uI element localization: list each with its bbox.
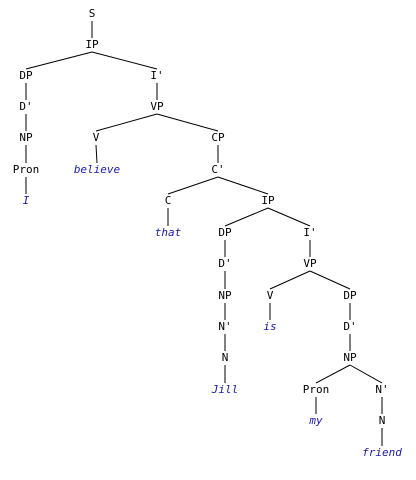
terminal-word-label: Jill [211,383,239,396]
terminal-word-label: I [23,194,30,207]
category-node-label: Pron [13,163,40,176]
category-node-label: VP [150,100,164,113]
tree-edge [269,270,311,290]
category-node-label: N [379,414,386,427]
tree-edge [25,51,93,70]
category-node-label: V [267,289,274,302]
terminal-word-label: believe [74,163,121,176]
category-node-label: DP [218,226,232,239]
category-node-label: NP [19,131,33,144]
tree-edge [95,113,158,132]
category-node-label: I' [150,69,163,82]
category-node-label: IP [261,194,275,207]
tree-edge [217,176,269,195]
tree-edge [267,207,311,227]
category-node-label: Pron [303,383,330,396]
category-node-label: C' [211,163,224,176]
category-node-label: I' [303,226,316,239]
category-node-label: D' [19,100,32,113]
category-node-label: VP [303,257,317,270]
category-node-label: DP [19,69,33,82]
tree-edges [25,21,383,446]
tree-edge [91,51,158,70]
tree-edge [349,364,383,384]
category-node-label: N' [218,320,231,333]
category-node-label: D' [218,257,231,270]
category-node-label: S [89,7,96,20]
category-node-label: NP [218,289,232,302]
terminal-word-label: my [308,414,323,427]
tree-edge [167,176,219,195]
category-node-label: C [165,194,172,207]
category-node-label: DP [343,289,357,302]
category-node-label: V [93,131,100,144]
category-node-label: CP [211,131,225,144]
category-node-label: NP [343,351,357,364]
tree-edge [95,144,98,164]
tree-edge [309,270,351,290]
tree-edge [315,364,351,384]
tree-edge [224,207,269,227]
terminal-word-label: that [155,226,182,239]
category-node-label: IP [85,38,99,51]
terminal-word-label: is [263,320,276,333]
tree-edge [156,113,219,132]
terminal-word-label: friend [362,446,402,459]
category-node-label: D' [343,320,356,333]
category-node-label: N' [375,383,388,396]
category-node-label: N [222,351,229,364]
